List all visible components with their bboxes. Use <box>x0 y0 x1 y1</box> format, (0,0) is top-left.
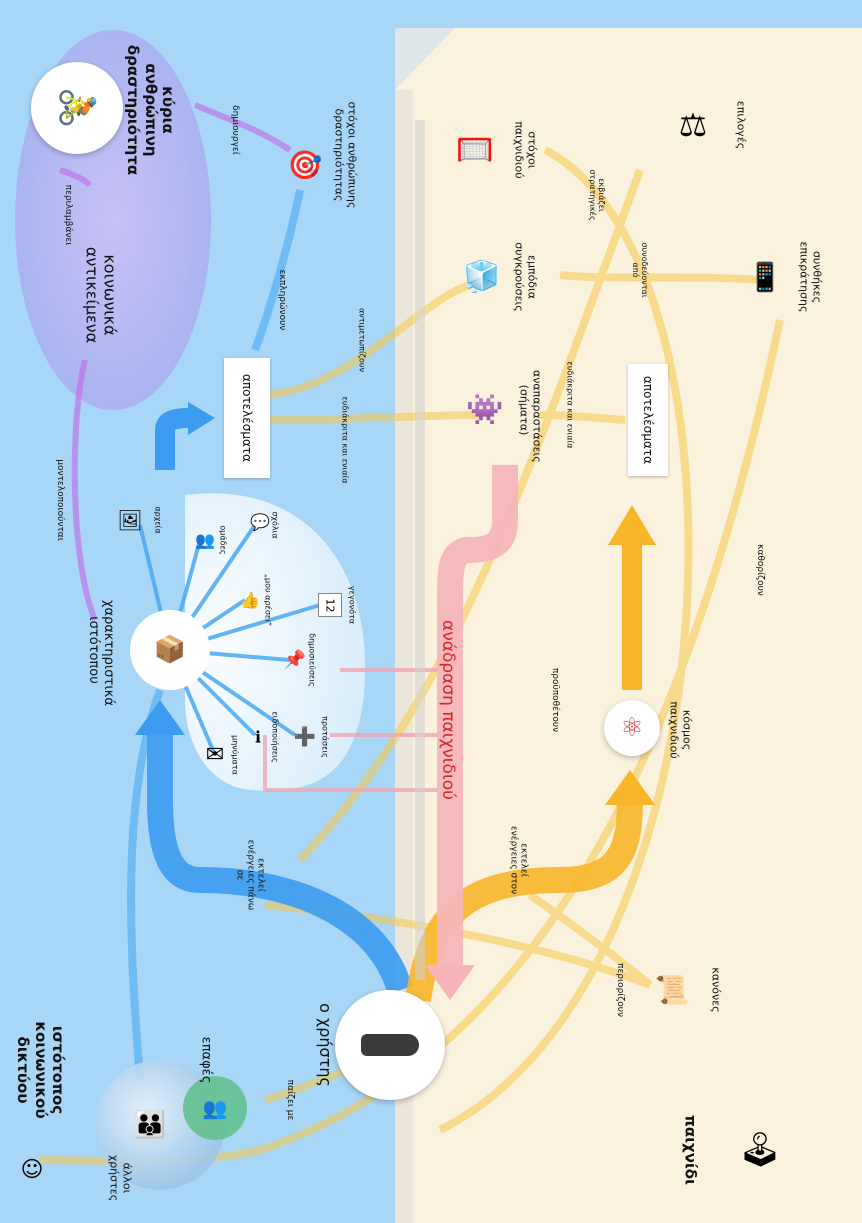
suggestions-icon: ➕ <box>293 726 317 748</box>
user-label: ο χρήστης <box>316 1003 336 1087</box>
goal-net-icon: 🥅 <box>456 132 494 168</box>
rules-label: κανόνες <box>709 967 723 1013</box>
rel-limit: περιορίζουν <box>615 963 626 1017</box>
site-features-hub-icon: 📦 <box>153 635 187 665</box>
rel-confront: αντιμετωπίζουν <box>357 307 367 373</box>
game-feedback-arrow <box>437 465 518 970</box>
results-box-game: αποτελέσματα <box>628 364 668 476</box>
rel-creates: δημιουργεί <box>230 105 241 155</box>
rel-fulfill: εκπληρώνουν <box>277 269 288 331</box>
joystick-icon: 🕹 <box>738 1130 782 1170</box>
cyclist-icon: 🚴 <box>57 86 97 130</box>
choices-label: επιλογές <box>734 100 748 150</box>
site-features-fan <box>185 493 366 791</box>
scales-icon: ⚖ <box>678 106 708 144</box>
obstacles-label: εμπόδια συγκρούσεις <box>513 242 539 312</box>
social-title: ιστότοπος κοινωνικού δικτύου <box>14 1021 67 1119</box>
contacts-icon: 👥 <box>202 1096 228 1120</box>
win-conditions-label: συνθήκες επικράτησης <box>798 241 824 313</box>
rubik-cube-icon: 🧊 <box>463 259 501 295</box>
game-feedback-arrowhead <box>425 965 475 1000</box>
world-label: κόσμος παιχνιδιού <box>668 701 694 759</box>
likes-icon: 👍 <box>240 590 260 610</box>
feature-messages-label: μηνύματα <box>230 735 240 775</box>
game-world-circle: ⚛ <box>604 700 660 756</box>
groups-icon: 👥 <box>195 530 215 550</box>
game-title: παιχνίδι <box>681 1115 700 1185</box>
rel-plays-with: παίζει με <box>285 1079 296 1121</box>
social-network-logo-icon: ☺ <box>20 1157 44 1183</box>
rel-performs-in: εκτελεί ενέργειες στον <box>508 825 529 895</box>
rel-determine: καθορίζουν <box>755 544 766 596</box>
user-to-features-arrowhead <box>135 700 185 735</box>
game-goals-label: στόχοι παιχνιδιού <box>513 121 539 179</box>
features-to-results-arrow <box>155 408 191 470</box>
user-to-features-arrow <box>147 730 413 995</box>
target-icon: 🎯 <box>287 148 323 182</box>
social-objects-label: κοινωνικά αντικείμενα <box>82 246 120 344</box>
game-panel-edge <box>395 90 413 1223</box>
rel-embraces: περιλαμβάνει <box>63 184 74 246</box>
messages-icon: ✉ <box>205 742 225 768</box>
blue-links <box>127 189 304 1081</box>
site-features-label: χαρακτηριστικά ιστότοπου <box>86 600 116 706</box>
rel-performs-on: εκτελεί ενέργειες πάνω σε <box>234 839 266 911</box>
site-features-hub <box>130 610 210 690</box>
space-invader-icon: 👾 <box>466 392 504 428</box>
events-day: 12 <box>323 598 337 612</box>
feature-likes-label: „μου αρέσει“ <box>263 573 273 627</box>
contacts-label: επαφές <box>198 1036 214 1084</box>
results-box-social: αποτελέσματα <box>224 358 270 478</box>
contacts-disk <box>183 1076 247 1140</box>
rel-presuppose: προϋποθέτουν <box>550 667 561 733</box>
main-activity-label: κύρια ανθρώπινη δραστηριότητα <box>124 44 177 176</box>
scroll-icon: 📜 <box>654 973 690 1007</box>
purple-links <box>59 102 292 622</box>
feature-comments-label: σχόλια <box>270 511 280 539</box>
user-to-world-arrowhead <box>605 770 655 805</box>
tablet-icon: 📱 <box>747 260 783 294</box>
feature-files-label: αρχεία <box>153 506 163 534</box>
feature-groups-label: ομάδες <box>218 525 228 555</box>
main-activity-circle: 🚴 <box>31 62 123 154</box>
activity-goals-label: στόχοι ανθρώπινης δραστηριότητας <box>333 101 359 209</box>
rel-discrete-2: ευδιάκριτα και ενιαία <box>565 361 575 449</box>
user-to-world-arrow <box>405 799 643 1002</box>
rel-game-feedback: ανάδραση παιχνιδιού <box>437 620 458 800</box>
posts-icon: 📌 <box>283 649 307 671</box>
rel-elicit-strategies: εκβιάζει στρατηγικές <box>588 169 607 221</box>
notifications-icon: ℹ <box>254 727 262 747</box>
feature-suggestions-label: προτάσεις <box>320 716 330 758</box>
features-to-results-arrowhead <box>188 402 215 435</box>
feature-notifications-label: ειδοποιήσεις <box>270 711 280 763</box>
rel-discrete-1: ευδιάκριτα και ενιαία <box>340 396 350 484</box>
person-icon <box>361 1034 419 1056</box>
files-icon: 🖼 <box>117 508 143 532</box>
rel-modelled: μοντελοποιούνται <box>55 459 66 541</box>
other-users-label: άλλοι χρήστες <box>108 1154 134 1202</box>
comments-icon: 💬 <box>250 512 270 532</box>
people-icon: 👪 <box>133 1110 167 1140</box>
rel-accompany: συνοδεύονται από <box>631 242 650 298</box>
atom-icon: ⚛ <box>620 713 644 743</box>
representations-label: αναπαραστάσεις (σήματα) <box>518 370 544 463</box>
world-to-results-arrowhead <box>608 505 656 545</box>
feature-posts-label: δημοσιεύσεις <box>307 633 317 687</box>
feature-events-label: γεγονότα <box>347 585 357 625</box>
events-icon: 12 <box>318 593 342 617</box>
game-panel-fold <box>395 28 455 90</box>
user-circle <box>335 990 445 1100</box>
